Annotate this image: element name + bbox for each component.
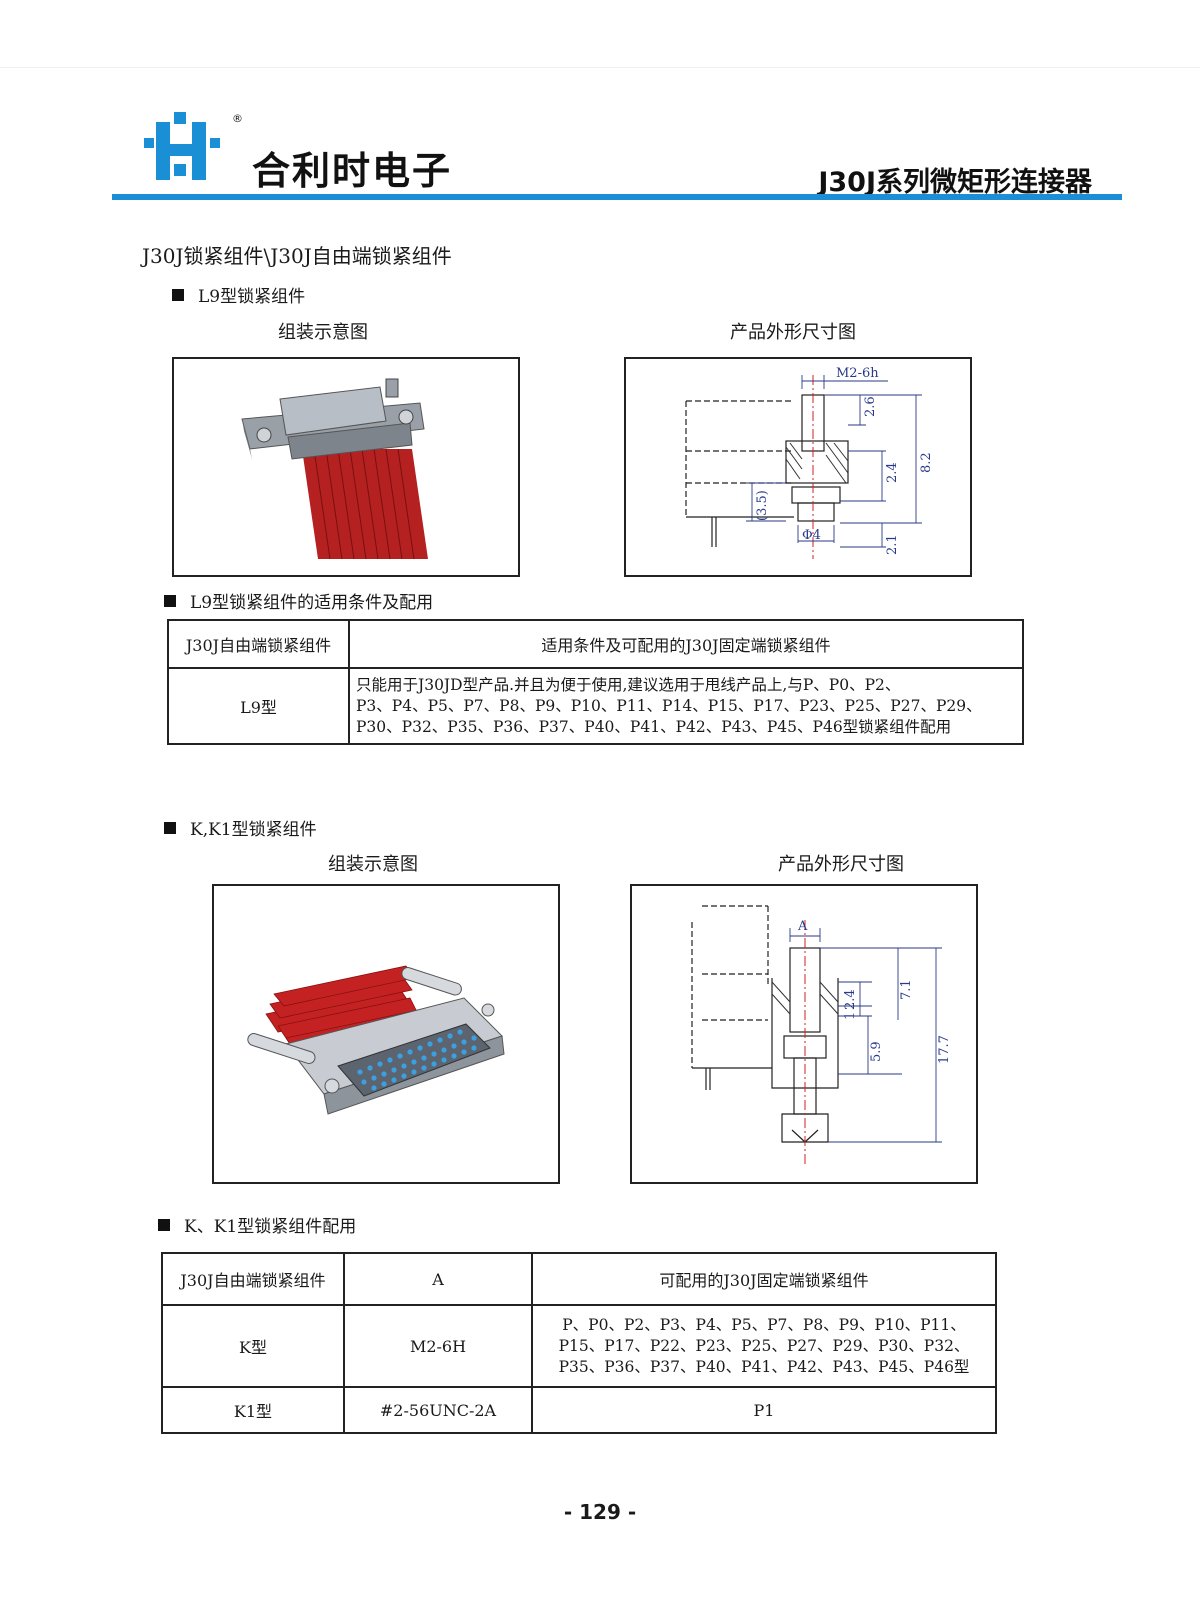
l9-dim-d4: (3.5)	[755, 490, 770, 521]
brand-name: 合利时电子	[252, 149, 453, 193]
table-cell-type: L9型	[167, 667, 350, 745]
k-dim-a: A	[797, 919, 808, 934]
table-cell-compat: 只能用于J30JD型产品.并且为便于使用,建议选用于甩线产品上,与P、P0、P2…	[348, 667, 1024, 745]
table-cell-compat: P、P0、P2、P3、P4、P5、P7、P8、P9、P10、P11、 P15、P…	[531, 1304, 997, 1388]
bullet-square-icon	[164, 594, 176, 607]
table-cell-type: K型	[161, 1304, 345, 1388]
l9-table-heading: L9型锁紧组件的适用条件及配用	[164, 588, 433, 613]
table-cell-a: #2-56UNC-2A	[343, 1386, 533, 1434]
l9-table-heading-text: L9型锁紧组件的适用条件及配用	[190, 593, 434, 613]
compat-line: 只能用于J30JD型产品.并且为便于使用,建议选用于甩线产品上,与P、P0、P2…	[356, 675, 901, 694]
k-dimension-drawing: A 2.4 1 7.1 5.9 17.7	[691, 905, 952, 1166]
h-letter-logo-icon	[144, 112, 220, 180]
table-header-cell: J30J自由端锁紧组件	[167, 619, 350, 669]
compat-line: P、P0、P2、P3、P4、P5、P7、P8、P9、P10、P11、	[562, 1315, 966, 1334]
l9-dim-d1: 2.6	[863, 396, 878, 417]
k-dimension-figure: A 2.4 1 7.1 5.9 17.7	[630, 884, 978, 1184]
section-heading-k-text: K,K1型锁紧组件	[190, 820, 317, 840]
registered-mark: ®	[232, 112, 243, 125]
table-header-cell: J30J自由端锁紧组件	[161, 1252, 345, 1306]
bullet-square-icon	[172, 288, 184, 301]
table-header-cell: 可配用的J30J固定端锁紧组件	[531, 1252, 997, 1306]
section-heading-k: K,K1型锁紧组件	[164, 815, 317, 840]
l9-dimension-caption: 产品外形尺寸图	[730, 322, 856, 343]
table-cell-compat: P1	[531, 1386, 997, 1434]
k-table-heading: K、K1型锁紧组件配用	[158, 1212, 356, 1237]
l9-spec-table: J30J自由端锁紧组件 适用条件及可配用的J30J固定端锁紧组件 L9型 只能用…	[167, 619, 1024, 745]
l9-dimension-drawing: M2-6h 2.6 2.4 8.2 (3.5) Φ4 2.1	[685, 366, 934, 559]
l9-assembly-caption: 组装示意图	[278, 322, 368, 343]
section-heading-l9: L9型锁紧组件	[172, 282, 305, 307]
header-top-rule	[0, 67, 1200, 68]
k-assembly-figure	[212, 884, 560, 1184]
k-dim-d1: 2.4	[843, 989, 858, 1010]
bullet-square-icon	[158, 1218, 170, 1231]
l9-connector-illustration	[241, 378, 428, 560]
page-title: J30J锁紧组件\J30J自由端锁紧组件	[142, 244, 452, 268]
k-assembly-caption: 组装示意图	[328, 854, 418, 875]
header-blue-rule	[112, 194, 1122, 200]
compat-line: P3、P4、P5、P7、P8、P9、P10、P11、P14、P15、P17、P2…	[356, 696, 982, 715]
series-title: J30J系列微矩形连接器	[818, 167, 1092, 198]
k-spec-table: J30J自由端锁紧组件 A 可配用的J30J固定端锁紧组件 K型 M2-6H P…	[161, 1252, 997, 1434]
compat-line: P30、P32、P35、P36、P37、P40、P41、P42、P43、P45、…	[356, 717, 952, 736]
table-row: L9型 只能用于J30JD型产品.并且为便于使用,建议选用于甩线产品上,与P、P…	[167, 667, 1024, 745]
table-cell-a: M2-6H	[343, 1304, 533, 1388]
k-table-heading-text: K、K1型锁紧组件配用	[184, 1217, 357, 1237]
table-row: K1型 #2-56UNC-2A P1	[161, 1386, 997, 1434]
l9-dim-d5: Φ4	[802, 528, 821, 543]
table-header-row: J30J自由端锁紧组件 适用条件及可配用的J30J固定端锁紧组件	[167, 619, 1024, 669]
l9-dimension-figure: M2-6h 2.6 2.4 8.2 (3.5) Φ4 2.1	[624, 357, 972, 577]
compat-line: P35、P36、P37、P40、P41、P42、P43、P45、P46型	[558, 1357, 970, 1376]
k-dim-d3: 7.1	[899, 979, 914, 1000]
k-dim-d4: 5.9	[869, 1041, 884, 1062]
table-header-row: J30J自由端锁紧组件 A 可配用的J30J固定端锁紧组件	[161, 1252, 997, 1306]
table-row: K型 M2-6H P、P0、P2、P3、P4、P5、P7、P8、P9、P10、P…	[161, 1304, 997, 1388]
table-header-cell: 适用条件及可配用的J30J固定端锁紧组件	[348, 619, 1024, 669]
k-dimension-caption: 产品外形尺寸图	[778, 854, 904, 875]
l9-assembly-figure	[172, 357, 520, 577]
bullet-square-icon	[164, 821, 176, 834]
l9-dim-thread: M2-6h	[836, 366, 879, 381]
k-connector-illustration	[247, 965, 505, 1115]
k-dim-d5: 17.7	[937, 1035, 952, 1064]
section-heading-l9-text: L9型锁紧组件	[198, 287, 306, 307]
k-dim-d2: 1	[843, 1012, 858, 1020]
l9-dim-d2: 2.4	[885, 462, 900, 483]
l9-dim-d3: 8.2	[919, 452, 934, 473]
l9-dim-d6: 2.1	[885, 534, 900, 555]
page-number: - 129 -	[563, 1500, 637, 1524]
table-cell-type: K1型	[161, 1386, 345, 1434]
table-header-cell: A	[343, 1252, 533, 1306]
compat-line: P15、P17、P22、P23、P25、P27、P29、P30、P32、	[558, 1336, 970, 1355]
